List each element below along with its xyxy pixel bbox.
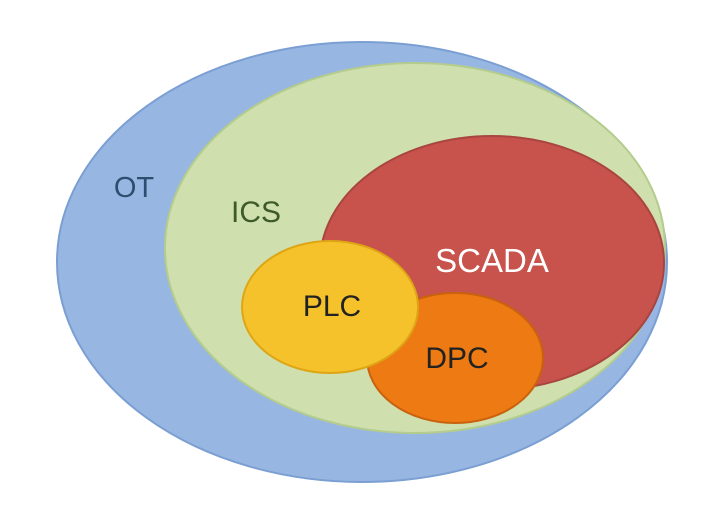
plc-label: PLC bbox=[303, 290, 361, 323]
ics-label: ICS bbox=[231, 196, 281, 229]
plc-ellipse bbox=[241, 240, 419, 374]
dpc-label: DPC bbox=[425, 342, 488, 375]
ot-label: OT bbox=[114, 172, 155, 204]
scada-label: SCADA bbox=[435, 242, 549, 279]
